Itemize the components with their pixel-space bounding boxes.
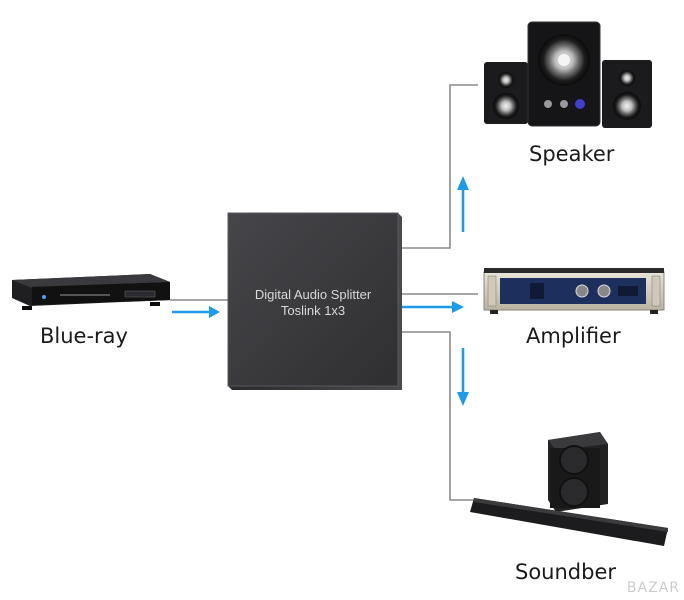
speaker-image — [484, 21, 652, 128]
bluray-player-image — [12, 274, 170, 310]
splitter-label: Digital Audio Splitter Toslink 1x3 — [228, 287, 398, 319]
arrow-right-source — [172, 306, 220, 318]
signal-arrows — [172, 176, 469, 406]
splitter-title: Digital Audio Splitter — [254, 287, 372, 302]
cable-speaker — [398, 84, 478, 249]
splitter-subtitle: Toslink 1x3 — [280, 303, 346, 318]
watermark: BAZAR — [626, 580, 680, 596]
soundbar-label: Soundber — [515, 560, 617, 584]
source-label: Blue-ray — [40, 324, 128, 348]
amplifier-image — [483, 268, 665, 314]
cables — [170, 84, 478, 501]
arrow-down-soundbar — [457, 348, 469, 406]
soundbar-image — [470, 432, 668, 546]
cable-soundbar — [398, 331, 478, 501]
amplifier-label: Amplifier — [526, 324, 621, 348]
splitter-box — [227, 212, 402, 390]
speaker-label: Speaker — [529, 142, 615, 166]
arrow-up-speaker — [457, 176, 469, 232]
arrow-right-amplifier — [402, 301, 464, 313]
